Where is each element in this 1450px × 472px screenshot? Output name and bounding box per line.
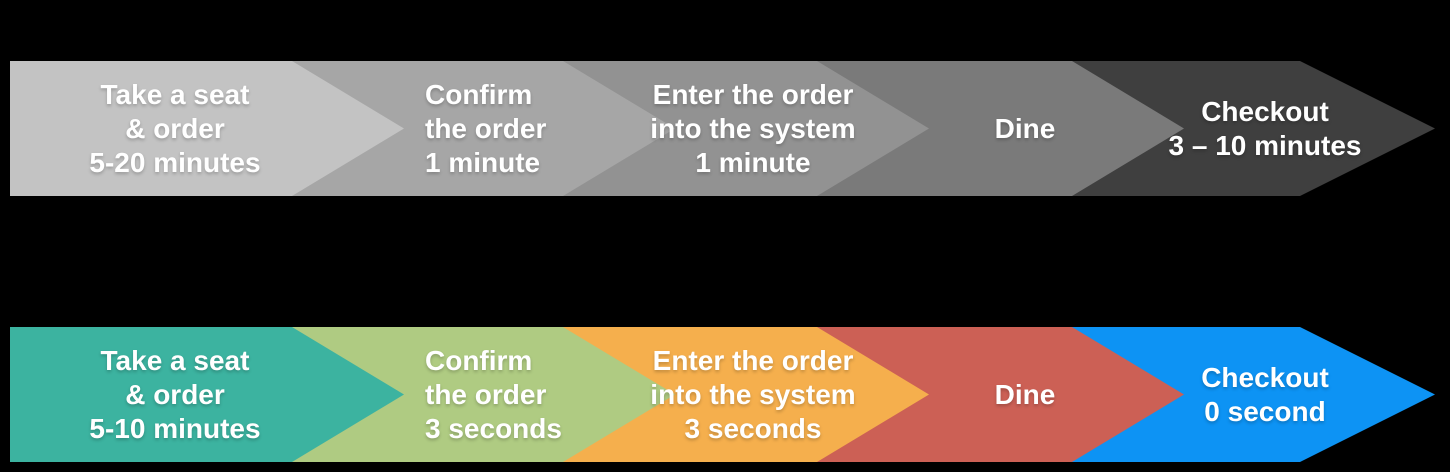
row2-step3-chevron bbox=[563, 327, 929, 462]
row2-step2-chevron bbox=[292, 327, 675, 462]
row2-step4-chevron bbox=[817, 327, 1184, 462]
row1-step4-chevron bbox=[817, 61, 1184, 196]
row2-step5-chevron bbox=[1072, 327, 1435, 462]
row1-step2-chevron bbox=[292, 61, 675, 196]
row1-step3-chevron bbox=[563, 61, 929, 196]
row1-step1-chevron bbox=[10, 61, 404, 196]
row2-step1-chevron bbox=[10, 327, 404, 462]
row1-step5-chevron bbox=[1072, 61, 1435, 196]
